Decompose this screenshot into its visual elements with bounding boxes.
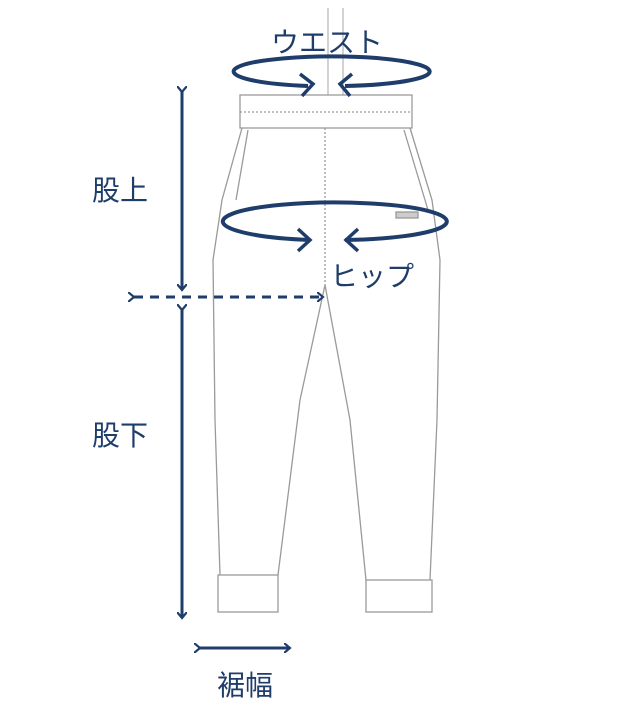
inseam-label: 股下 bbox=[92, 419, 148, 452]
hem-width-label: 裾幅 bbox=[217, 669, 273, 702]
waist-label: ウエスト bbox=[271, 26, 383, 59]
pants-illustration bbox=[212, 8, 441, 613]
hip-arrow bbox=[220, 200, 449, 253]
left-cuff bbox=[217, 574, 279, 613]
rise-label: 股上 bbox=[92, 174, 148, 207]
right-cuff bbox=[365, 579, 433, 613]
hip-label: ヒップ bbox=[330, 260, 414, 293]
waist-arrow bbox=[231, 54, 432, 98]
